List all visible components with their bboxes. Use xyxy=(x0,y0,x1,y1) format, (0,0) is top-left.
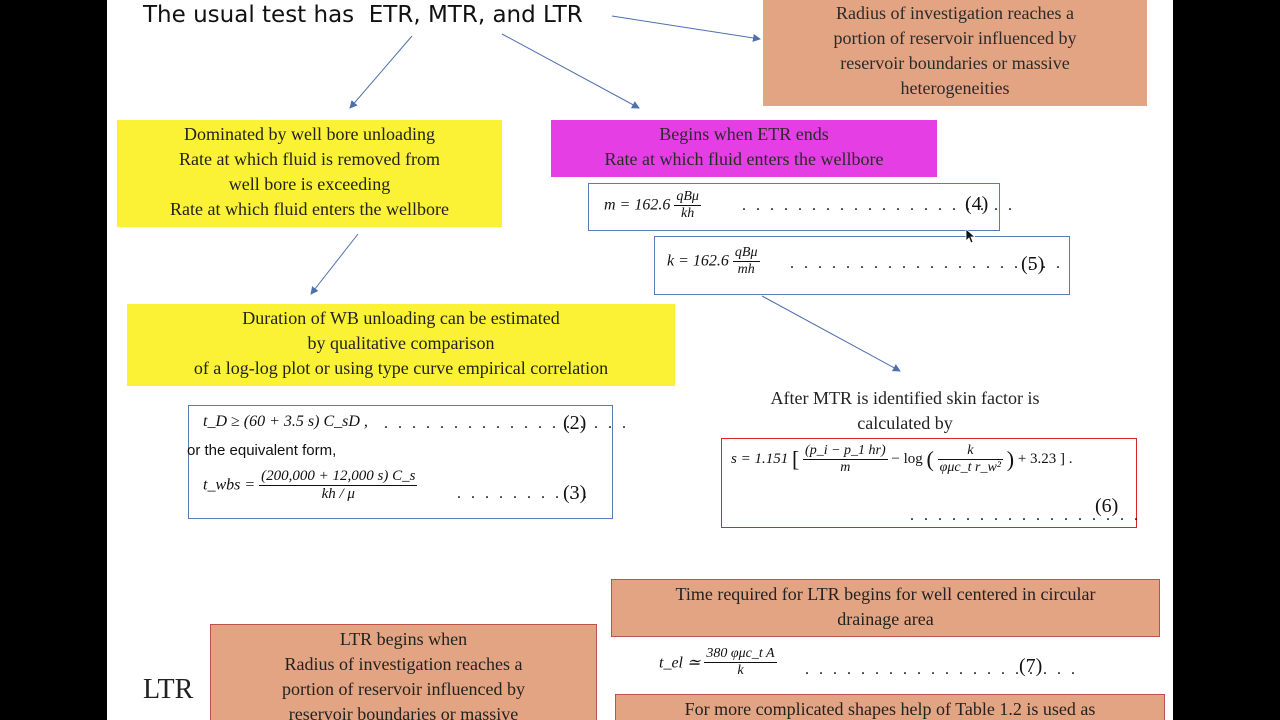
eq3-label: (3) xyxy=(563,482,587,504)
slide-title: The usual test has ETR, MTR, and LTR xyxy=(143,2,583,28)
ltr-begins-line-4: reservoir boundaries or massive xyxy=(288,704,519,720)
arrow-etr-to-duration xyxy=(310,233,359,295)
eq7-denominator: k xyxy=(737,663,744,678)
mtr-line-1: Begins when ETR ends xyxy=(659,124,829,144)
connector-arrows xyxy=(310,15,901,372)
eq3-denominator: kh / μ xyxy=(321,486,355,502)
mouse-pointer-icon xyxy=(965,228,975,244)
mtr-box: Begins when ETR ends Rate at which fluid… xyxy=(551,120,937,177)
duration-line-1: Duration of WB unloading can be estimate… xyxy=(242,308,560,328)
duration-box: Duration of WB unloading can be estimate… xyxy=(127,304,675,386)
equation-2-3-box: t_D ≥ (60 + 3.5 s) C_sD , . . . . . . . … xyxy=(187,405,626,519)
eq6-label: (6) xyxy=(1095,495,1119,517)
arrow-eq5-to-skin xyxy=(761,295,901,372)
skin-factor-text: After MTR is identified skin factor is c… xyxy=(725,386,1085,438)
eq5-lhs: k = 162.6 xyxy=(667,252,729,270)
eq7-label: (7) xyxy=(1019,655,1043,677)
eq7-numerator: 380 φμc_t A xyxy=(704,646,777,663)
arrow-title-to-etr xyxy=(349,35,413,109)
eq4-lhs: m = 162.6 xyxy=(604,196,671,214)
eq4-dots: . . . . . . . . . . . . . . . . . . . . xyxy=(742,197,1015,214)
etr-line-2: Rate at which fluid is removed from xyxy=(179,149,440,169)
eq5-label: (5) xyxy=(1021,253,1045,275)
equivalent-form-text: or the equivalent form, xyxy=(187,442,337,459)
radius-line-3: reservoir boundaries or massive xyxy=(840,53,1070,73)
etr-box: Dominated by well bore unloading Rate at… xyxy=(117,120,502,227)
eq6-tail: + 3.23 ] . xyxy=(1017,451,1073,467)
ltr-time-line-1: Time required for LTR begins for well ce… xyxy=(675,584,1096,604)
eq2-label: (2) xyxy=(563,412,587,434)
ltr-begins-line-3: portion of reservoir influenced by xyxy=(282,679,525,699)
ltr-begins-line-1: LTR begins when xyxy=(339,629,468,649)
arrow-title-to-radius xyxy=(611,15,761,42)
ltr-label: LTR xyxy=(143,674,194,705)
radius-of-investigation-box: Radius of investigation reaches a portio… xyxy=(763,0,1147,106)
eq6-numerator-1: (p_i − p_1 hr) xyxy=(803,443,888,460)
eq4-denominator: kh xyxy=(681,206,695,221)
eq6-log: − log xyxy=(891,451,923,467)
skin-line-1: After MTR is identified skin factor is xyxy=(770,388,1040,408)
eq3-dots: . . . . . . . . . . xyxy=(457,485,590,502)
ltr-time-line-2: drainage area xyxy=(837,609,934,629)
etr-line-1: Dominated by well bore unloading xyxy=(184,124,435,144)
eq5-denominator: mh xyxy=(737,262,755,277)
duration-line-3: of a log-log plot or using type curve em… xyxy=(193,358,609,378)
eq6-numerator-2: k xyxy=(937,443,1003,460)
eq6-lhs: s = 1.151 xyxy=(731,451,789,467)
eq3-lhs: t_wbs = xyxy=(203,476,256,494)
eq7-dots: . . . . . . . . . . . . . . . . . . . . xyxy=(805,661,1078,678)
eq3-numerator: (200,000 + 12,000 s) C_s xyxy=(259,468,418,486)
ltr-time-box: Time required for LTR begins for well ce… xyxy=(611,579,1160,637)
radius-line-1: Radius of investigation reaches a xyxy=(836,3,1074,23)
eq4-label: (4) xyxy=(965,193,989,215)
arrow-title-to-mtr xyxy=(501,33,640,109)
eq6-dots: . . . . . . . . . . . . . . . . . xyxy=(910,507,1141,524)
equation-2: t_D ≥ (60 + 3.5 s) C_sD , xyxy=(203,413,368,430)
eq7-lhs: t_el ≃ xyxy=(659,654,701,672)
eq2-dots: . . . . . . . . . . . . . . . . . . xyxy=(384,415,629,432)
etr-line-4: Rate at which fluid enters the wellbore xyxy=(170,199,449,219)
eq6-denominator-1: m xyxy=(840,460,851,475)
etr-line-3: well bore is exceeding xyxy=(228,174,391,194)
duration-line-2: by qualitative comparison xyxy=(307,333,495,353)
ltr-begins-line-2: Radius of investigation reaches a xyxy=(284,654,523,674)
mtr-line-2: Rate at which fluid enters the wellbore xyxy=(604,149,884,169)
eq6-denominator-2: φμc_t r_w² xyxy=(939,460,1001,475)
slide: The usual test has ETR, MTR, and LTR Rad… xyxy=(107,0,1173,720)
eq5-numerator: qBμ xyxy=(732,245,760,262)
eq5-dots: . . . . . . . . . . . . . . . . . . . . xyxy=(790,255,1063,272)
skin-line-2: calculated by xyxy=(857,413,953,433)
eq4-numerator: qBμ xyxy=(674,189,701,206)
radius-line-4: heterogeneities xyxy=(900,78,1010,98)
complicated-line-1: For more complicated shapes help of Tabl… xyxy=(684,699,1096,719)
complicated-shapes-box: For more complicated shapes help of Tabl… xyxy=(615,694,1165,720)
ltr-begins-box: LTR begins when Radius of investigation … xyxy=(210,624,597,720)
radius-line-2: portion of reservoir influenced by xyxy=(833,28,1077,48)
